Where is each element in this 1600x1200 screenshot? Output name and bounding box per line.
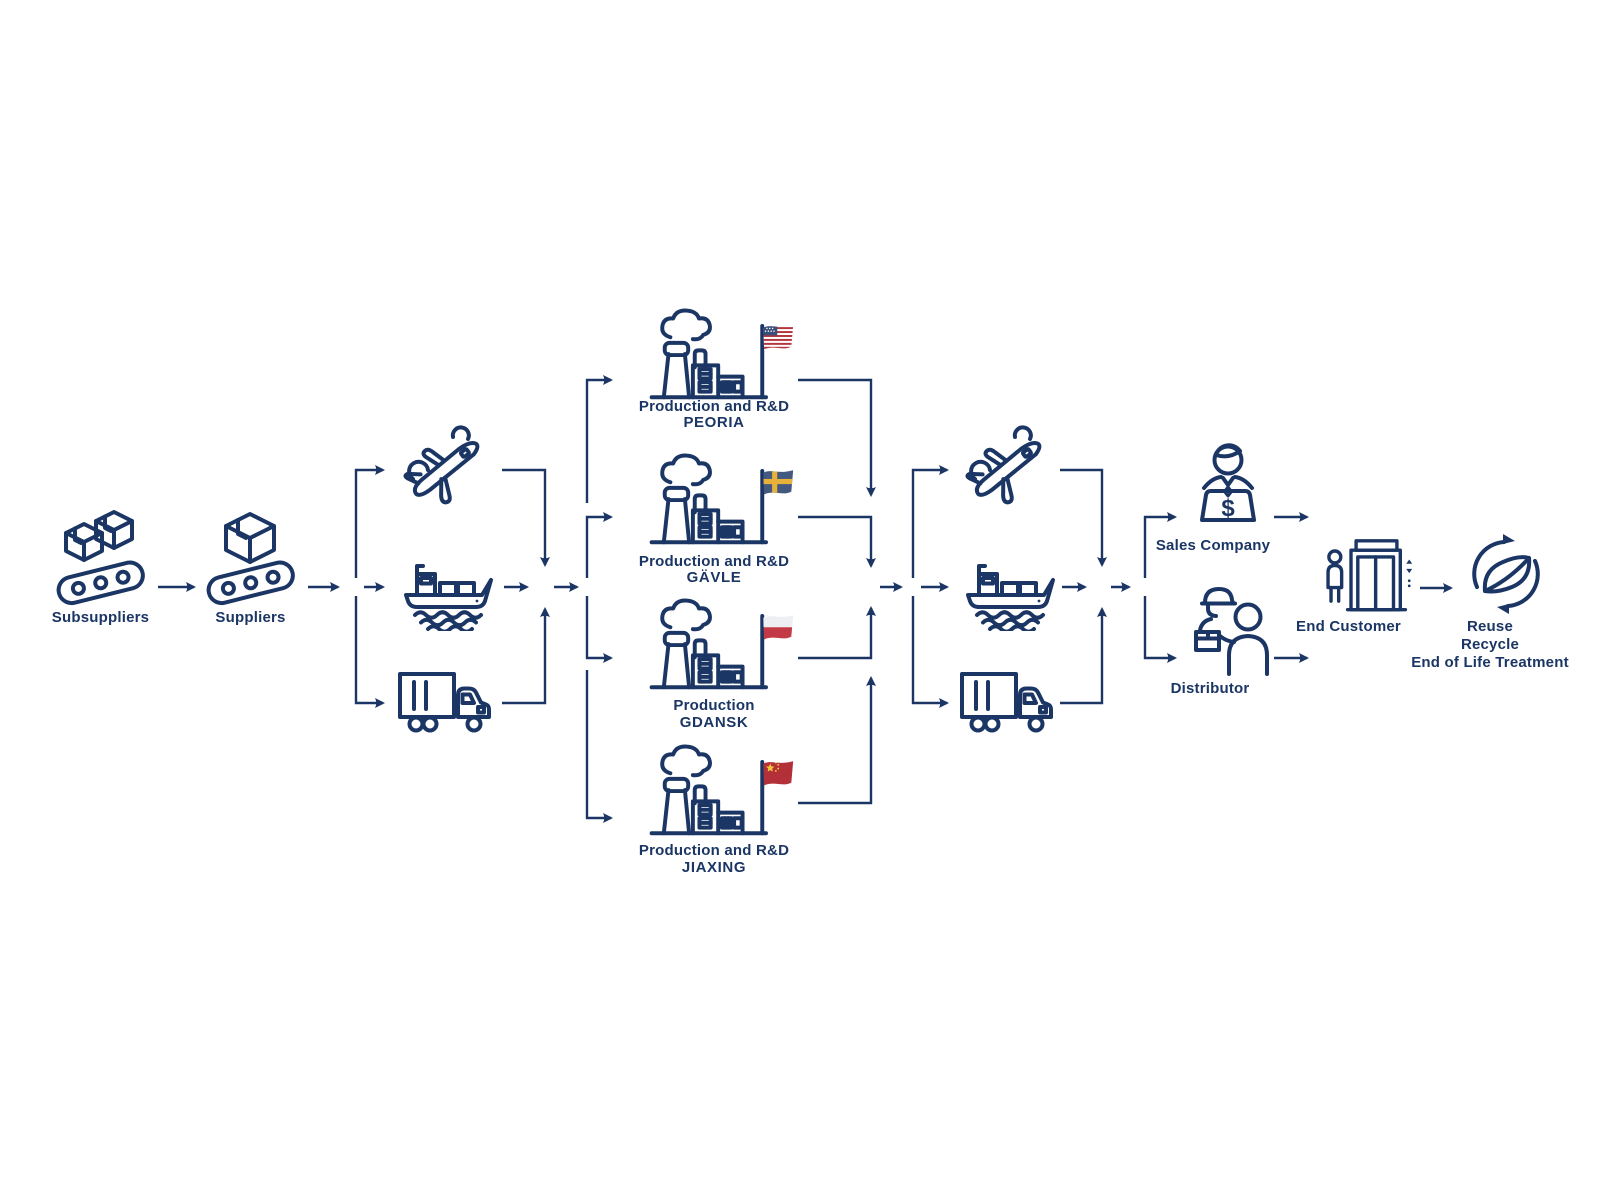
truck-icon — [960, 672, 1053, 733]
production-peoria-label-line1: Production and R&D — [638, 398, 790, 415]
suppliers-label: Suppliers — [215, 609, 286, 626]
factory-gavle-icon — [649, 453, 794, 545]
production-gavle-label-line1: Production and R&D — [638, 553, 790, 570]
sales-company-icon: $ — [1200, 443, 1256, 522]
cargo-ship-icon — [404, 564, 493, 631]
airplane-icon — [965, 425, 1042, 505]
production-gavle-label-line2: GÄVLE — [686, 569, 742, 586]
end-of-life-label-line3: End of Life Treatment — [1411, 654, 1569, 671]
end-customer-label: End Customer — [1296, 618, 1401, 635]
suppliers-conveyor-icon — [206, 512, 295, 606]
distributor-icon — [1194, 587, 1269, 676]
end-of-life-label-line2: Recycle — [1460, 636, 1520, 653]
production-gdansk-label-line1: Production — [673, 697, 755, 714]
end-customer-elevator-icon — [1326, 539, 1413, 612]
end-of-life-label-line1: Reuse — [1466, 618, 1514, 635]
production-gdansk-label-line2: GDANSK — [679, 714, 749, 731]
dollar-sign: $ — [1221, 495, 1235, 522]
sweden-flag-icon — [763, 470, 794, 495]
subsuppliers-label: Subsuppliers — [51, 609, 150, 626]
recycle-arrowhead-bottom — [1497, 604, 1509, 614]
airplane-icon — [403, 425, 480, 505]
production-jiaxing-label-line2: JIAXING — [681, 859, 747, 876]
us-flag-icon — [763, 325, 794, 350]
factory-jiaxing-icon — [649, 744, 794, 836]
factory-gdansk-icon — [649, 598, 794, 690]
production-jiaxing-label-line1: Production and R&D — [638, 842, 790, 859]
china-flag-icon — [763, 761, 794, 786]
subsuppliers-conveyor-icon — [56, 510, 145, 606]
distributor-label: Distributor — [1170, 680, 1250, 697]
truck-icon — [398, 672, 491, 733]
production-peoria-label-line2: PEORIA — [683, 414, 745, 431]
factory-peoria-icon — [649, 308, 794, 400]
sales-company-label: Sales Company — [1155, 537, 1271, 554]
cargo-ship-icon — [966, 564, 1055, 631]
reuse-recycle-icon — [1472, 534, 1540, 614]
poland-flag-icon — [763, 615, 794, 640]
recycle-arrowhead-top — [1503, 534, 1515, 544]
